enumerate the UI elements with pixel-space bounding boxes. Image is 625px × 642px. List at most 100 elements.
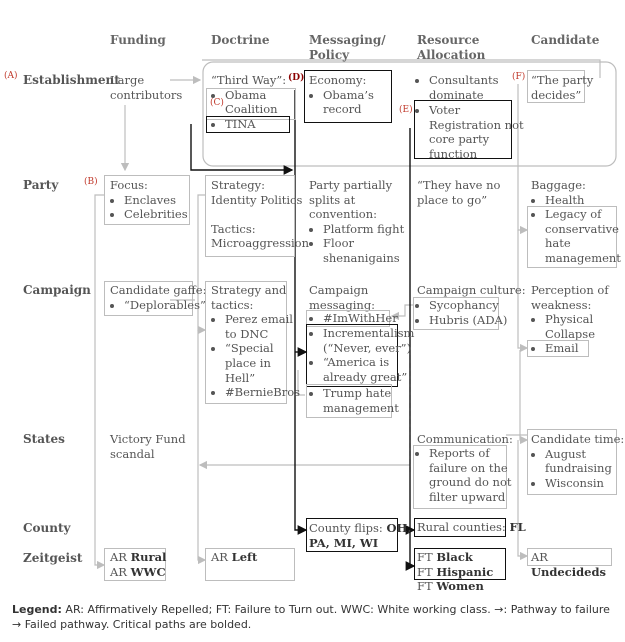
email-cell: Email	[531, 341, 579, 356]
header-funding: Funding	[110, 33, 166, 47]
email-box	[527, 340, 589, 357]
consultants-item: Consultants dominate	[429, 73, 499, 102]
legacy-line1: Legacy of	[545, 207, 602, 221]
party-decides-box	[527, 70, 585, 103]
imwithher-cell: #ImWithHer	[309, 311, 398, 326]
rural-fl: FL	[509, 520, 526, 534]
establishment-messaging: Economy: Obama’s record	[309, 73, 374, 117]
baggage-title: Baggage:	[531, 178, 586, 192]
voter-line4: function	[429, 146, 478, 161]
reports-item: Reports of failure on the ground do not …	[429, 446, 512, 504]
ft-prefix-1: FT	[417, 550, 437, 564]
incrementalism-box	[306, 324, 398, 387]
imwithher-item: #ImWithHer	[323, 311, 398, 326]
obama-text: Obama	[225, 87, 267, 102]
voter-line2: Registration not	[429, 117, 524, 132]
party-candidate-legacy: Legacy of conservative hate management	[531, 207, 621, 265]
platform-fight-item: Platform fight	[323, 222, 404, 237]
party-resource: “They have no place to go”	[417, 178, 500, 207]
row-states: States	[23, 432, 65, 446]
email-item: Email	[545, 341, 579, 356]
trump-line1: Trump hate	[323, 386, 392, 400]
marker-b: (B)	[84, 177, 98, 187]
incrementalism-line2: (“Never, ever”)	[323, 340, 412, 355]
row-campaign: Campaign	[23, 283, 91, 297]
party-decides-line1: “The party	[531, 73, 594, 87]
candidate-time-box	[527, 429, 617, 495]
wisconsin-item: Wisconsin	[545, 476, 624, 491]
health-item: Health	[545, 193, 586, 208]
tactics-label: Tactics:	[211, 221, 256, 236]
legacy-line2: conservative	[545, 221, 619, 236]
legacy-line3: hate	[545, 236, 571, 251]
header-messaging-line1: Messaging/	[309, 33, 386, 47]
header-candidate: Candidate	[531, 33, 600, 47]
county-pa-mi-wi: PA, MI, WI	[309, 535, 379, 550]
legend-text: AR: Affirmatively Repelled; FT: Failure …	[12, 603, 610, 631]
ft-prefix-2: FT	[417, 564, 437, 579]
trump-hate-cell: Trump hate management	[309, 386, 399, 415]
path-doctrine-to-zeitgeist	[197, 330, 207, 565]
ar-rural: Rural	[130, 550, 167, 564]
strategy-tactics-line2: tactics:	[211, 297, 254, 312]
rural-counties-label: Rural counties:	[417, 520, 510, 534]
august-line1: August	[545, 446, 587, 461]
party-split-line2: splits at	[309, 192, 356, 207]
obama-record-line2: record	[323, 102, 362, 117]
august-item: August fundraising	[545, 447, 624, 476]
county-resource: Rural counties: FL	[417, 520, 526, 535]
marker-f: (F)	[512, 72, 526, 82]
establishment-doctrine: “Third Way”: Obama Coalition	[211, 73, 286, 117]
zeitgeist-candidate: AR Undecideds	[531, 550, 625, 579]
zeitgeist-doctrine: AR Left	[211, 550, 257, 565]
economy-box	[304, 70, 392, 123]
trump-hate-box	[306, 384, 392, 418]
voter-registration-item: Voter Registration not core party functi…	[429, 103, 524, 161]
special-line1: “Special	[225, 341, 274, 356]
critical-path-to-ft	[405, 530, 416, 571]
states-resource: Communication:	[417, 432, 513, 447]
states-funding: Victory Fund scandal	[110, 432, 186, 461]
path-party-funding-left	[94, 194, 106, 570]
enclaves-item: Enclaves	[124, 193, 188, 208]
economy-title: Economy:	[309, 73, 367, 87]
party-candidate: Baggage: Health	[531, 178, 586, 207]
row-county: County	[23, 521, 71, 535]
ar-prefix-3: AR	[211, 550, 232, 564]
perception-line2: weakness:	[531, 297, 592, 312]
county-flips-label: County flips:	[309, 521, 387, 535]
header-resource-line2: Allocation	[417, 47, 486, 62]
establishment-funding-line2: contributors	[110, 87, 183, 102]
campaign-funding: Candidate gaffe: “Deplorables”	[110, 283, 206, 312]
ft-prefix-3: FT	[417, 579, 437, 594]
victory-fund-line1: Victory Fund	[110, 432, 186, 446]
header-resource-line1: Resource	[417, 33, 480, 47]
ar-rural-box	[104, 548, 166, 581]
berniebros-item: #BernieBros	[225, 385, 300, 400]
path-email-time	[519, 350, 529, 445]
voter-registration-box	[414, 100, 512, 159]
marker-d: (D)	[288, 73, 305, 83]
america-line1: “America is	[323, 355, 390, 370]
reports-line4: filter upward	[429, 489, 506, 504]
ft-black: Black	[436, 550, 473, 564]
perez-item: Perez email to DNC	[225, 312, 300, 341]
voter-line1: Voter	[429, 103, 461, 117]
critical-path-tina-down	[190, 124, 294, 175]
floor-line2: shenanigains	[323, 250, 400, 265]
party-doctrine: Strategy: Identity Politics Tactics: Mic…	[211, 178, 309, 251]
party-split-line3: convention:	[309, 207, 377, 222]
tina-cell: TINA	[211, 117, 256, 132]
gaffe-box	[104, 281, 193, 316]
coalition-text: Coalition	[225, 102, 278, 117]
row-party: Party	[23, 178, 59, 192]
establishment-doctrine-item-obama: Obama Coalition	[225, 88, 286, 117]
imwithher-box	[306, 310, 390, 327]
path-legacy-email	[517, 230, 529, 353]
header-messaging-line2: Policy	[309, 47, 350, 62]
hubris-item: Hubris (ADA)	[429, 313, 507, 328]
establishment-candidate: “The party decides”	[531, 73, 593, 102]
establishment-resource-2: Voter Registration not core party functi…	[415, 103, 524, 161]
august-line2: fundraising	[545, 461, 612, 476]
